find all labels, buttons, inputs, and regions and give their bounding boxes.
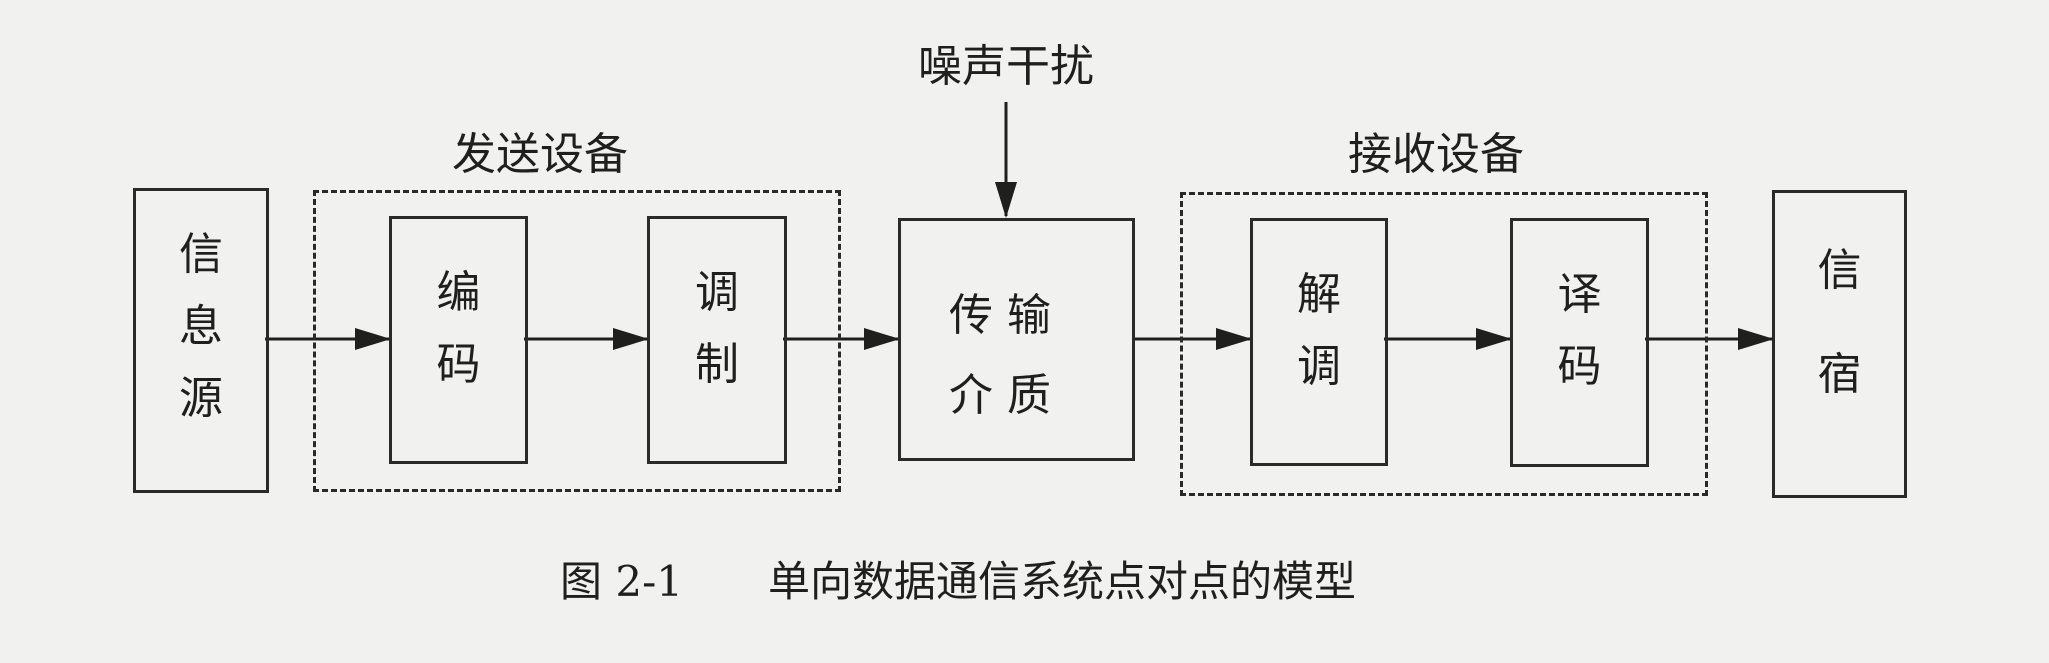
figure-number: 图 2-1 (560, 557, 683, 606)
decode-block-text: 译 码 (1513, 259, 1646, 403)
sink-char-1: 信 (1817, 245, 1862, 296)
receiver-group-box (1180, 192, 1708, 496)
modulate-block: 调 制 (647, 216, 787, 464)
medium-line-1: 传 输 (949, 290, 1051, 341)
medium-block: 传 输 介 质 (898, 218, 1135, 461)
decode-block: 译 码 (1510, 218, 1649, 467)
noise-label: 噪声干扰 (918, 41, 1094, 92)
sink-block: 信 宿 (1772, 190, 1907, 498)
demodulate-block: 解 调 (1250, 218, 1388, 466)
figure-caption: 单向数据通信系统点对点的模型 (768, 557, 1357, 606)
demodulate-char-2: 调 (1297, 341, 1341, 392)
sink-block-text: 信 宿 (1775, 235, 1904, 411)
source-block-text: 信 息 源 (136, 219, 266, 435)
encode-char-1: 编 (436, 267, 481, 318)
demodulate-block-text: 解 调 (1253, 259, 1385, 403)
modulate-char-1: 调 (695, 267, 739, 318)
source-char-1: 信 (179, 229, 223, 280)
sink-char-2: 宿 (1817, 349, 1862, 400)
source-char-3: 源 (179, 373, 223, 424)
decode-char-1: 译 (1557, 269, 1602, 320)
receiver-group-label: 接收设备 (1348, 129, 1524, 180)
encode-block: 编 码 (389, 216, 528, 464)
source-block: 信 息 源 (133, 188, 269, 493)
modulate-block-text: 调 制 (650, 257, 784, 401)
source-char-2: 息 (179, 301, 223, 352)
encode-block-text: 编 码 (392, 257, 525, 401)
encode-char-2: 码 (436, 339, 481, 390)
medium-line-2: 介 质 (949, 370, 1051, 421)
modulate-char-2: 制 (695, 339, 739, 390)
demodulate-char-1: 解 (1297, 269, 1341, 320)
sender-group-label: 发送设备 (452, 129, 628, 180)
sender-group-box (313, 190, 841, 492)
decode-char-2: 码 (1557, 341, 1602, 392)
